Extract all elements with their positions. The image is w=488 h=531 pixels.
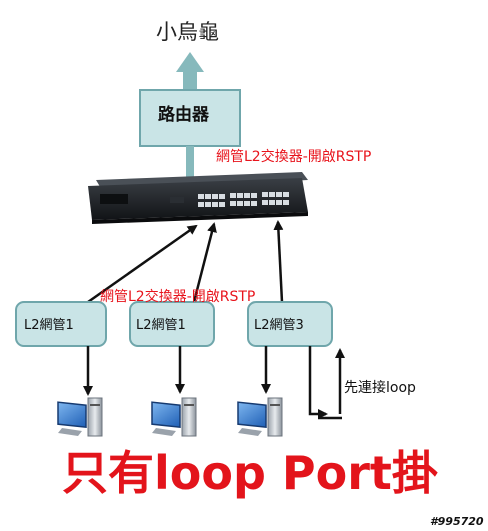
access-switch-2 (129, 301, 215, 347)
access-switch-3 (247, 301, 333, 347)
uplink-arrows (78, 220, 288, 311)
workstation-icon (237, 397, 283, 437)
headline: 只有loop Port掛 (62, 446, 438, 500)
router-label: 路由器 (158, 105, 209, 125)
downlink-arrows (83, 346, 271, 396)
watermark: #995720 (430, 515, 484, 528)
isp-label: 小烏龜 (156, 20, 219, 44)
network-switch-icon (88, 172, 308, 224)
core-switch-note: 網管L2交換器-開啟RSTP (216, 149, 372, 165)
access-switch-2-label: L2網管1 (136, 318, 186, 333)
uplink-arrow (176, 52, 204, 90)
access-switch-1-label: L2網管1 (24, 318, 74, 333)
access-switch-3-label: L2網管3 (254, 318, 304, 333)
router-box (139, 89, 241, 147)
workstation-icon (151, 397, 197, 437)
access-switch-1 (15, 301, 107, 347)
loop-cable (308, 346, 345, 420)
router-switch-link (186, 146, 194, 180)
workstation-icon (57, 397, 103, 437)
access-switch-note: 網管L2交換器-開啟RSTP (100, 289, 256, 305)
loop-label: 先連接loop (344, 380, 416, 396)
